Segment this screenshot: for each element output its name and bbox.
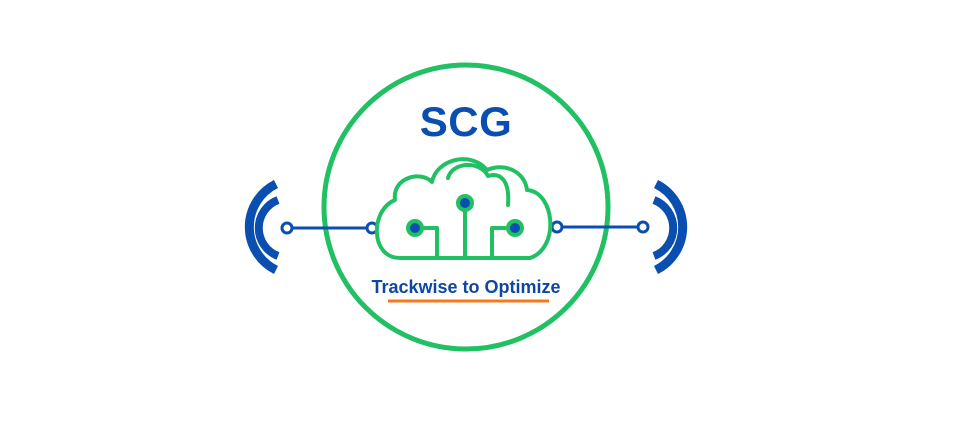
right-connector xyxy=(550,220,650,234)
brand-title: SCG xyxy=(419,98,513,145)
circuit-nodes xyxy=(406,194,524,237)
brand-tagline: Trackwise to Optimize xyxy=(371,277,561,297)
wireless-signal-right-icon xyxy=(652,179,688,275)
outer-ring xyxy=(321,62,611,352)
wireless-signal-left-icon xyxy=(244,179,280,275)
left-connector xyxy=(280,221,379,235)
cloud-circuit-icon xyxy=(374,157,553,260)
